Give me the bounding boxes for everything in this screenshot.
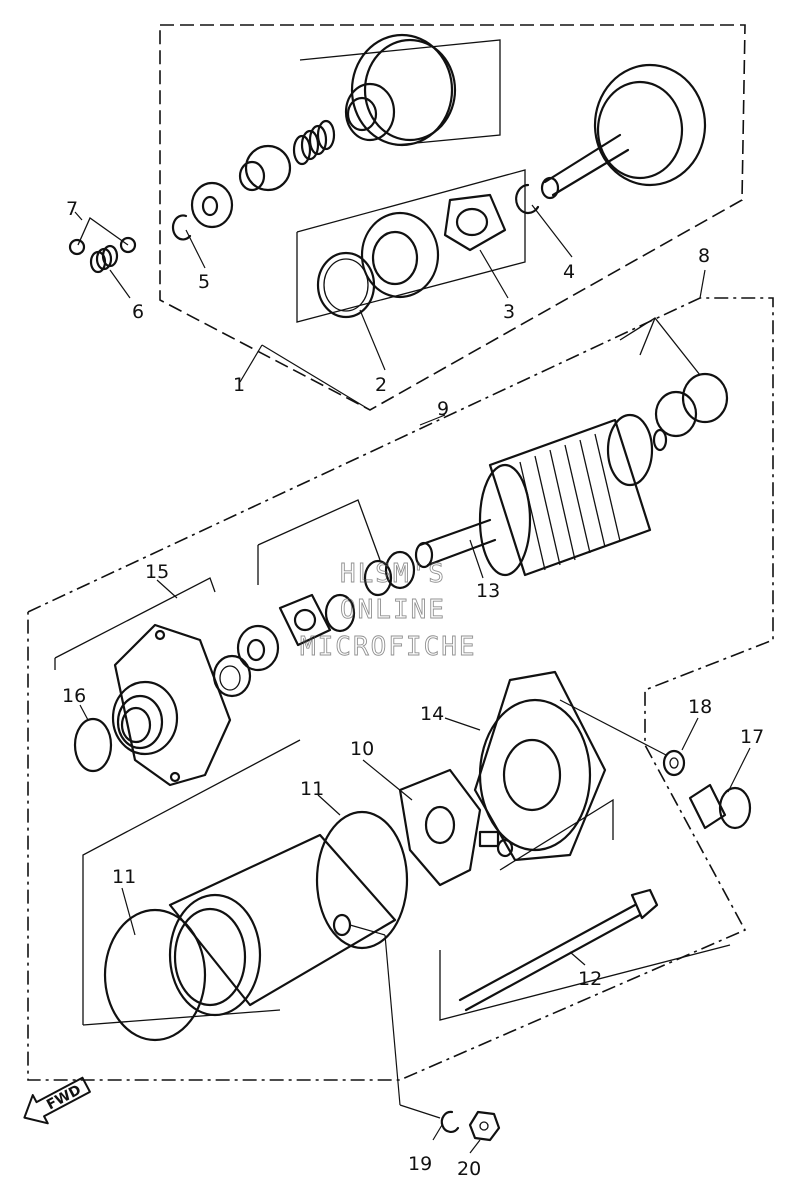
part-label-3: 3 — [503, 301, 515, 323]
leader-lines — [74, 204, 751, 1154]
terminal-hardware — [440, 1110, 501, 1142]
part-label-8: 8 — [698, 245, 710, 267]
rear-bearing-set — [212, 593, 356, 698]
watermark-line-2: ONLINE — [340, 595, 446, 625]
part-label-18: 18 — [688, 696, 712, 718]
part-label-4: 4 — [563, 261, 575, 283]
part-label-14: 14 — [420, 703, 444, 725]
group-outlines — [27, 24, 774, 1081]
watermark-line-3: MICROFICHE — [300, 632, 477, 662]
part-label-20: 20 — [457, 1158, 481, 1180]
yoke-housing — [82, 739, 409, 1042]
part-label-13: 13 — [476, 580, 500, 602]
part-labels: 1 2 3 4 5 6 7 8 9 10 11 11 12 13 14 15 1… — [62, 198, 764, 1180]
pinion-clutch-assembly — [171, 33, 707, 323]
watermark-line-1: HLSM'S — [340, 559, 446, 589]
armature-assembly — [257, 317, 729, 597]
fasteners-right — [662, 749, 752, 830]
part-label-12: 12 — [578, 968, 602, 990]
part-label-16: 16 — [62, 685, 86, 707]
watermark: HLSM'S ONLINE MICROFICHE — [300, 559, 477, 663]
part-label-19: 19 — [408, 1153, 432, 1175]
part-label-1: 1 — [233, 374, 245, 396]
part-label-17: 17 — [740, 726, 764, 748]
front-end-cover — [54, 577, 232, 787]
part-label-11-left: 11 — [112, 866, 136, 888]
part-label-9: 9 — [437, 398, 449, 420]
part-label-15: 15 — [145, 561, 169, 583]
part-label-10: 10 — [350, 738, 374, 760]
o-ring — [73, 717, 113, 773]
part-label-6: 6 — [132, 301, 144, 323]
through-bolt — [439, 888, 731, 1021]
rear-end-cover — [473, 670, 614, 871]
part-label-2: 2 — [375, 374, 387, 396]
part-label-7: 7 — [66, 198, 78, 220]
part-label-5: 5 — [198, 271, 210, 293]
spring-and-washers — [68, 217, 137, 274]
brush-holder — [398, 768, 514, 887]
part-label-11-top: 11 — [300, 778, 324, 800]
